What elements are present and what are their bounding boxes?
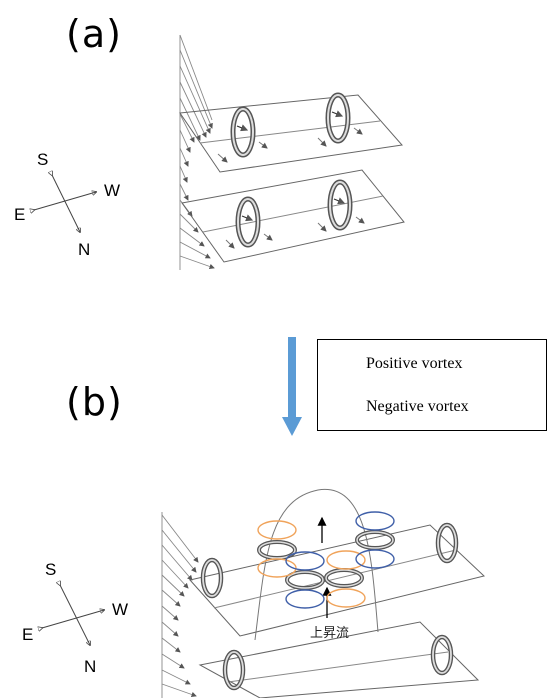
compass-b-south: S (45, 560, 57, 579)
negative-vortex-label: Negative vortex (366, 398, 469, 415)
compass-b (42, 585, 104, 645)
panel-b-diagram (42, 489, 486, 698)
compass-a-south: S (37, 150, 49, 169)
positive-vortex-ellipses (257, 520, 366, 608)
horizontal-vortex-rings-b (257, 530, 395, 590)
vortex-legend (317, 339, 547, 431)
compass-a-north: N (78, 240, 91, 259)
panel-b-label: (b) (66, 380, 123, 424)
gray-vortex-rings-b (200, 522, 459, 691)
compass-b-east: E (22, 625, 34, 644)
compass-a (34, 175, 96, 232)
wind-profile-b (161, 512, 199, 698)
compass-a-east: E (14, 205, 26, 224)
vortex-rings-a (217, 92, 365, 249)
transition-arrow (282, 337, 302, 436)
wind-profile-a (179, 34, 215, 270)
panel-a-label: (a) (66, 12, 122, 56)
panel-a-diagram (34, 34, 405, 270)
upper-plane-a (179, 94, 403, 173)
upper-plane-b (189, 524, 486, 637)
negative-vortex-ellipses (285, 511, 395, 609)
compass-b-west: W (112, 600, 129, 619)
updraft-label: 上昇流 (310, 626, 350, 641)
lower-plane-a (181, 169, 405, 263)
compass-b-north: N (84, 657, 97, 676)
positive-vortex-label: Positive vortex (366, 355, 463, 372)
compass-a-west: W (104, 181, 121, 200)
